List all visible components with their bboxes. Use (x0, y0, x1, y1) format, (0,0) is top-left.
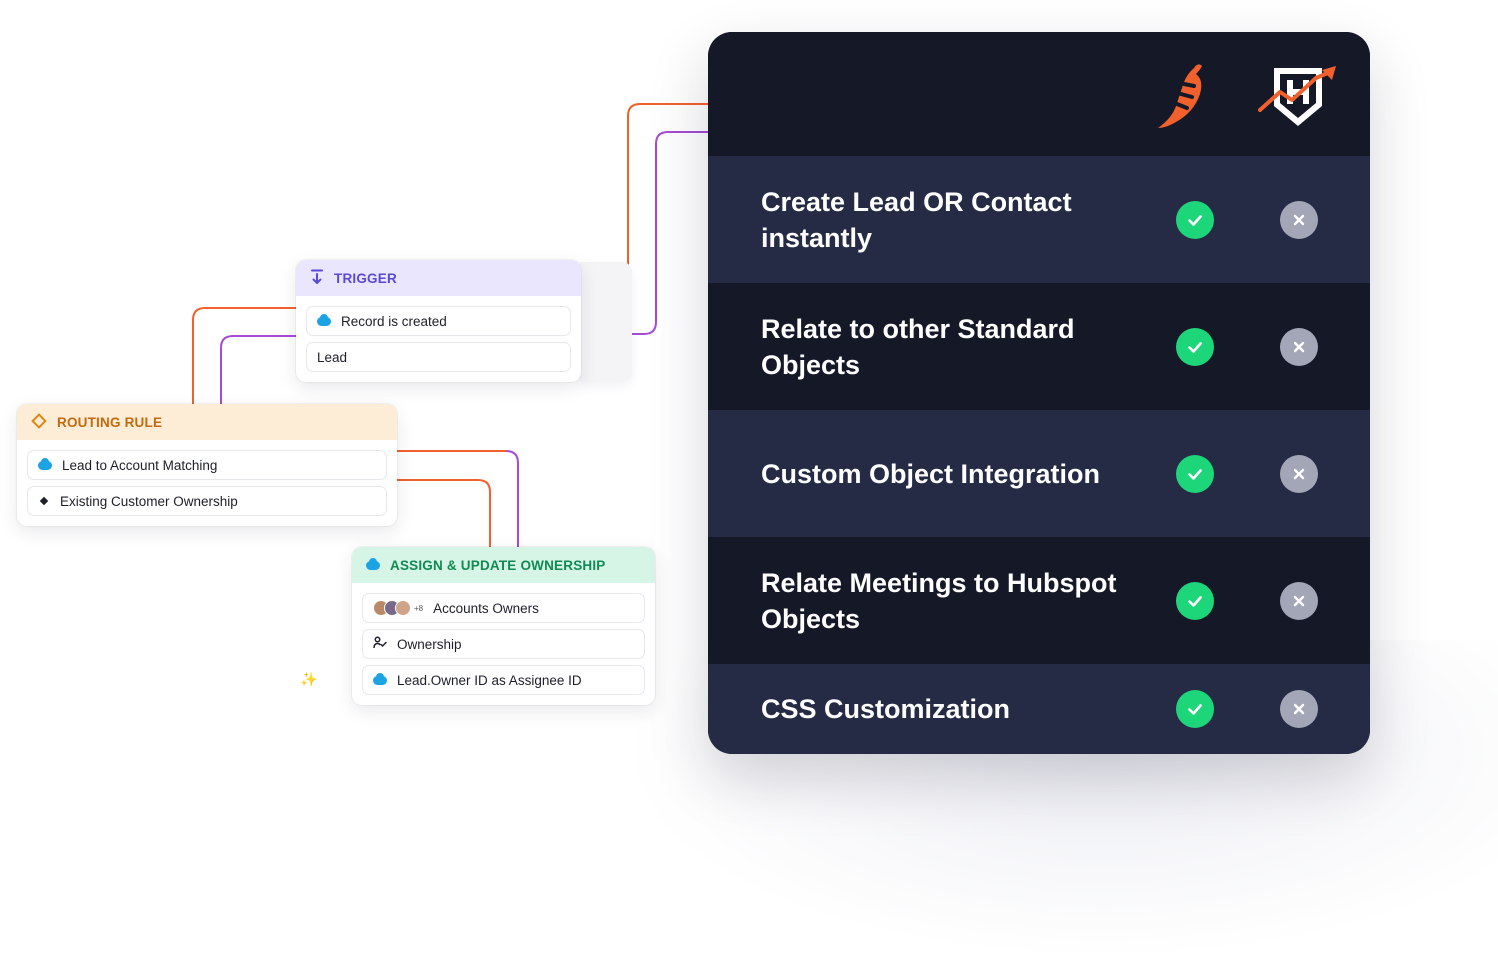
salesforce-cloud-icon (366, 557, 380, 570)
assign-row-account-owners[interactable]: +8 Accounts Owners (362, 593, 645, 623)
routing-rule-card-header: ROUTING RULE (17, 404, 397, 440)
check-circle-icon (1176, 690, 1214, 728)
salesforce-cloud-icon (373, 672, 387, 685)
assign-row-label: Accounts Owners (433, 600, 539, 616)
arrow-down-to-line-icon (310, 269, 324, 288)
salesforce-cloud-icon (317, 313, 331, 326)
routing-rule-card-title: ROUTING RULE (57, 414, 163, 430)
assign-row-label: Lead.Owner ID as Assignee ID (397, 672, 582, 688)
trigger-card-header: TRIGGER (296, 260, 581, 296)
x-circle-icon (1280, 200, 1318, 239)
comparison-row: CSS Customization (708, 664, 1370, 754)
chili-pepper-logo-icon (1154, 60, 1210, 137)
feature-label: Relate to other Standard Objects (761, 313, 1075, 380)
check-circle-icon (1176, 581, 1214, 620)
trigger-card-title: TRIGGER (334, 270, 397, 286)
comparison-row: Relate to other Standard Objects (708, 283, 1370, 410)
feature-label: Custom Object Integration (761, 458, 1101, 489)
trigger-row-label: Record is created (341, 313, 447, 329)
x-circle-icon (1280, 581, 1318, 620)
comparison-row: Create Lead OR Contact instantly (708, 156, 1370, 283)
wire-routing-to-trigger-purple (220, 335, 296, 404)
routing-row-customer-ownership[interactable]: Existing Customer Ownership (27, 486, 387, 516)
user-check-icon (373, 636, 387, 653)
assign-row-label: Ownership (397, 636, 462, 652)
trigger-row-label: Lead (317, 349, 348, 365)
assign-ownership-card[interactable]: ASSIGN & UPDATE OWNERSHIP +8 Accounts Ow… (352, 547, 655, 705)
x-circle-icon (1280, 690, 1318, 728)
routing-row-label: Existing Customer Ownership (60, 493, 238, 509)
comparison-row: Relate Meetings to Hubspot Objects (708, 537, 1370, 664)
check-circle-icon (1176, 454, 1214, 493)
feature-label: Create Lead OR Contact instantly (761, 186, 1072, 253)
diamond-bullet-icon (39, 496, 49, 506)
assign-ownership-card-header: ASSIGN & UPDATE OWNERSHIP (352, 547, 655, 583)
x-circle-icon (1280, 454, 1318, 493)
assign-row-ownership[interactable]: Ownership (362, 629, 645, 659)
avatar-more-count: +8 (414, 603, 424, 613)
feature-label: CSS Customization (761, 694, 1011, 724)
routing-row-label: Lead to Account Matching (62, 457, 218, 473)
wire-routing-to-assign-orange (397, 479, 491, 547)
sparkle-icon: ✨ (300, 671, 318, 687)
trigger-card-shadow (580, 262, 632, 382)
trigger-row-record-created[interactable]: Record is created (306, 306, 571, 336)
comparison-header (708, 32, 1370, 156)
avatar (395, 600, 411, 616)
x-circle-icon (1280, 327, 1318, 366)
diamond-icon (31, 412, 47, 432)
trigger-card[interactable]: TRIGGER Record is created Lead (296, 260, 581, 382)
trigger-row-object[interactable]: Lead (306, 342, 571, 372)
shield-chart-logo-icon (1256, 60, 1344, 137)
wire-routing-to-assign-purple (397, 450, 519, 547)
routing-rule-card[interactable]: ROUTING RULE Lead to Account Matching Ex… (17, 404, 397, 526)
routing-row-account-matching[interactable]: Lead to Account Matching (27, 450, 387, 480)
salesforce-cloud-icon (38, 457, 52, 470)
assign-row-owner-id[interactable]: Lead.Owner ID as Assignee ID (362, 665, 645, 695)
feature-label: Relate Meetings to Hubspot Objects (761, 567, 1117, 634)
wire-routing-to-trigger-orange (192, 307, 296, 404)
comparison-row: Custom Object Integration (708, 410, 1370, 537)
check-circle-icon (1176, 200, 1214, 239)
check-circle-icon (1176, 327, 1214, 366)
avatar-group: +8 (373, 600, 423, 616)
assign-ownership-card-title: ASSIGN & UPDATE OWNERSHIP (390, 557, 606, 573)
